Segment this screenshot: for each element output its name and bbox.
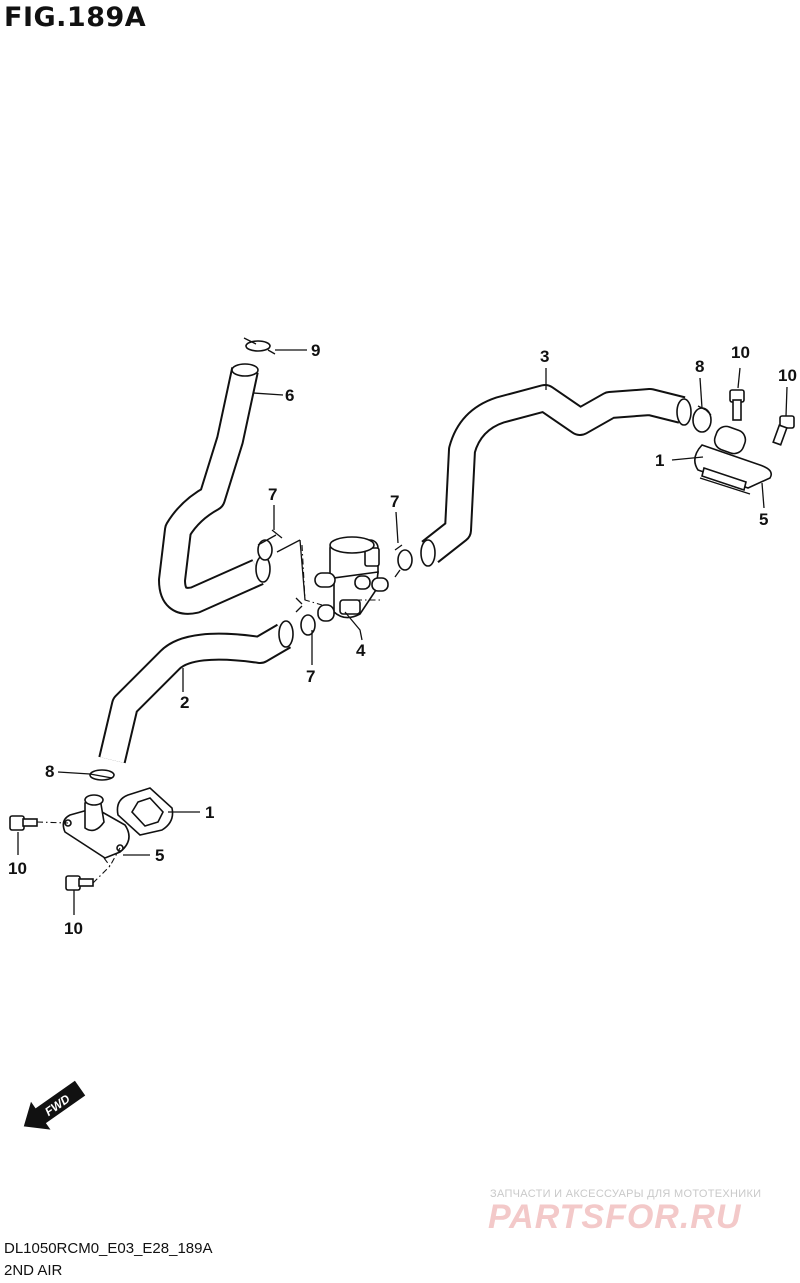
callout-1-left: 1: [205, 803, 214, 822]
clamp-7a: [257, 529, 283, 561]
bolt-10-left-a: [9, 815, 38, 831]
bolt-10-right-a: [729, 389, 745, 421]
callout-8-right: 8: [695, 357, 704, 376]
fwd-arrow: FWD: [23, 1080, 86, 1130]
watermark-brand: PARTSFOR.RU: [488, 1198, 742, 1236]
bolt-10-left-b: [65, 875, 94, 891]
bolt-10-right-b: [772, 415, 795, 446]
callout-6: 6: [285, 386, 294, 405]
diagram-name: 2ND AIR: [4, 1262, 63, 1279]
callout-8-left: 8: [45, 762, 54, 781]
hose-2: [98, 620, 294, 764]
callout-5-right: 5: [759, 510, 768, 529]
callout-3: 3: [540, 347, 549, 366]
clamp-8-left: [89, 769, 115, 781]
air-control-valve-4: [314, 536, 389, 622]
callout-2: 2: [180, 693, 189, 712]
callout-9: 9: [311, 341, 320, 360]
clamp-7c: [295, 597, 316, 636]
clamp-7b: [394, 544, 413, 578]
diagram-code: DL1050RCM0_E03_E28_189A: [4, 1240, 213, 1257]
reed-valve-cover-5-right: [694, 425, 773, 495]
clamp-8-right: [692, 405, 712, 433]
callout-1-right: 1: [655, 451, 664, 470]
callout-10-left-b: 10: [64, 919, 83, 938]
callout-7-left: 7: [268, 485, 277, 504]
callout-7-right: 7: [390, 492, 399, 511]
callout-10-right-b: 10: [778, 366, 797, 385]
callout-10-left-a: 10: [8, 859, 27, 878]
hose-3: [420, 384, 692, 567]
watermark-tagline: ЗАПЧАСТИ И АКСЕССУАРЫ ДЛЯ МОТОТЕХНИКИ: [490, 1188, 762, 1200]
callout-5-left: 5: [155, 846, 164, 865]
figure-title: FIG.189A: [4, 2, 147, 33]
callout-10-right-a: 10: [731, 343, 750, 362]
callout-4: 4: [356, 641, 366, 660]
clamp-9: [243, 337, 276, 355]
reed-valve-1-left: [116, 787, 174, 836]
hose-6: [158, 363, 271, 615]
callout-7-bottom: 7: [306, 667, 315, 686]
